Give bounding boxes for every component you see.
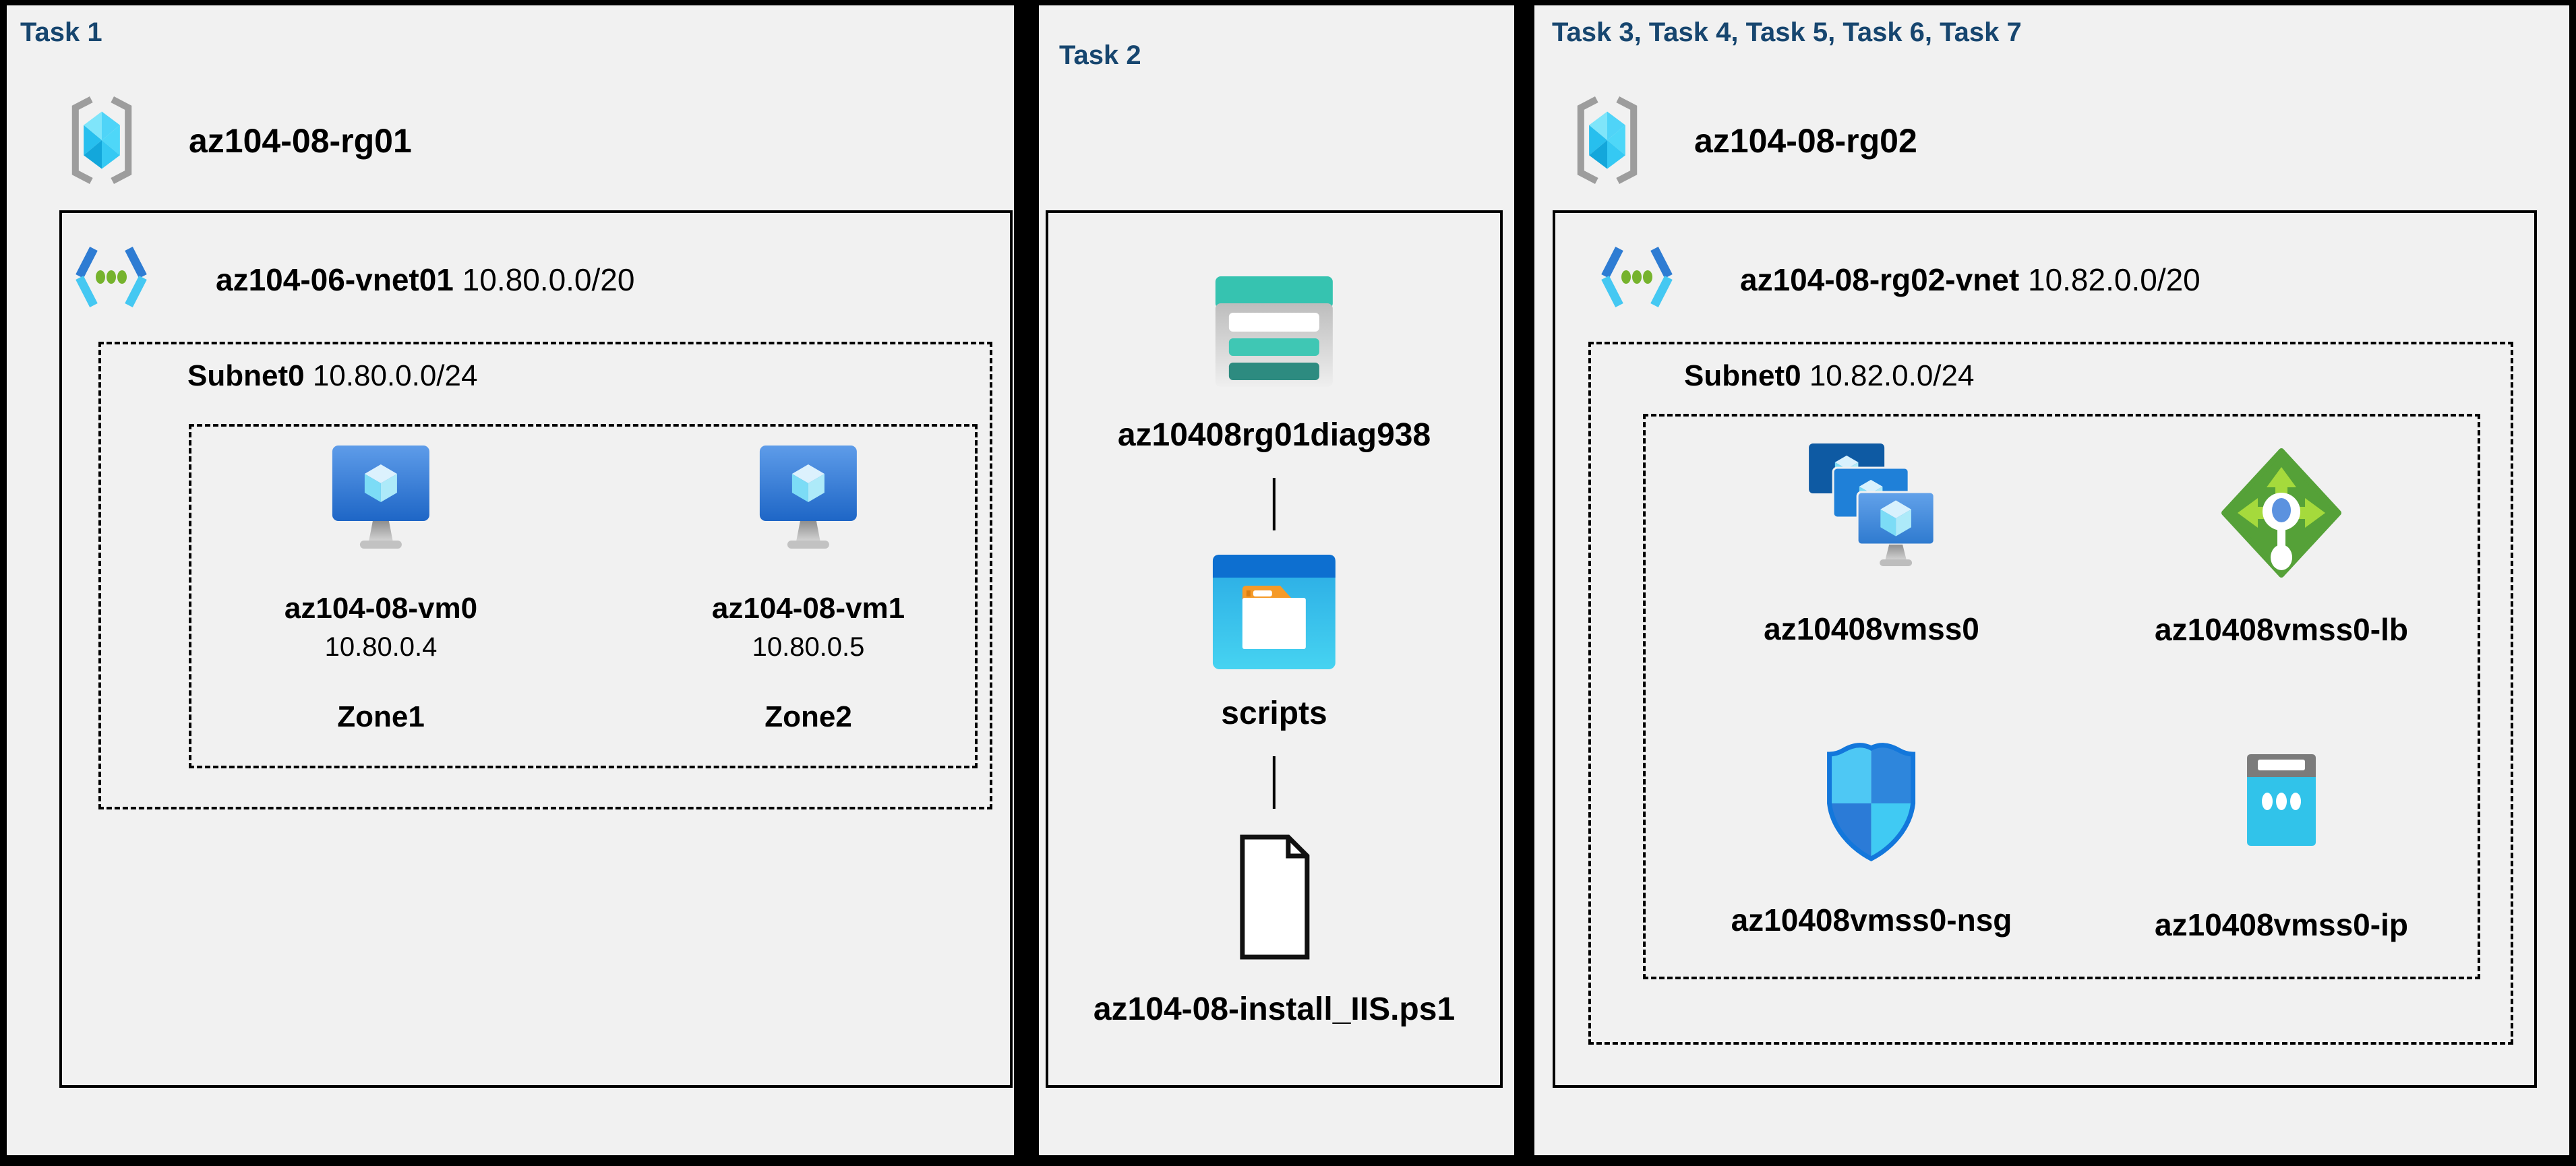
resources-box [1643,414,2480,979]
vnet-label: az104-08-rg02-vnet 10.82.0.0/20 [1740,262,2200,298]
subnet-label: Subnet0 10.80.0.0/24 [187,359,477,393]
subnet-label: Subnet0 10.82.0.0/24 [1684,359,1974,393]
subnet-cidr: 10.80.0.0/24 [312,359,478,392]
vnet-name: az104-08-rg02-vnet [1740,262,2020,297]
vm-zone: Zone2 [765,700,852,733]
vm-zone: Zone1 [337,700,425,733]
subnet-name: Subnet0 [1684,359,1801,392]
resource-group-icon [64,94,140,186]
panel-task-1: Task 1 az104-08-rg01 az104-06-vnet01 10.… [7,5,1014,1155]
resource-group-name: az104-08-rg02 [1694,122,1917,160]
vm-ip: 10.80.0.5 [752,632,865,662]
vm-name: az104-08-vm0 [284,592,478,625]
vm-group-box [189,424,978,768]
script-file-name: az104-08-install_IIS.ps1 [1093,991,1456,1027]
container-name: scripts [1221,696,1327,731]
resource-name: az10408vmss0-nsg [1731,902,2012,938]
subnet-cidr: 10.82.0.0/24 [1809,359,1975,392]
storage-account-icon [1213,274,1336,390]
virtual-network-icon [1596,240,1677,314]
resource-group-name: az104-08-rg01 [189,122,412,160]
subnet-box [1588,342,2513,1045]
script-file-icon [1224,833,1325,961]
vm-name: az104-08-vm1 [711,592,905,625]
resource-name: az10408vmss0 [1764,611,1979,646]
vnet-box [1553,210,2537,1088]
network-security-group-icon [1821,740,1922,863]
panel-task-2: Task 2 az10408rg01diag938 scripts az104-… [1039,5,1514,1155]
virtual-machine-icon [330,443,431,555]
vm-ip: 10.80.0.4 [324,632,438,662]
vm-scale-set-icon [1807,442,1936,567]
resource-group-icon [1569,94,1645,186]
subnet-box [98,342,992,809]
resource-name: az10408vmss0-ip [2155,907,2408,942]
panel-tasks-3-7: Task 3, Task 4, Task 5, Task 6, Task 7 a… [1534,5,2569,1155]
resource-card: az10408vmss0-ip [2155,750,2408,943]
vm-card: az104-08-vm1 10.80.0.5 Zone2 [712,443,905,734]
storage-account-name: az10408rg01diag938 [1117,417,1431,453]
vnet-cidr: 10.82.0.0/20 [2027,262,2200,297]
connector-line [1273,478,1276,530]
vm-card: az104-08-vm0 10.80.0.4 Zone1 [284,443,477,734]
vnet-cidr: 10.80.0.0/20 [462,262,635,297]
subnet-name: Subnet0 [187,359,305,392]
virtual-network-icon [71,240,152,314]
panel-1-title: Task 1 [20,18,102,47]
resource-card: az10408vmss0 [1764,442,1979,647]
content-box [1046,210,1503,1088]
vnet-name: az104-06-vnet01 [216,262,454,297]
panel-2-title: Task 2 [1059,40,1141,70]
virtual-machine-icon [758,443,859,555]
resource-card: az10408vmss0-lb [2155,447,2408,648]
vnet-label: az104-06-vnet01 10.80.0.0/20 [216,262,634,298]
vnet-box [59,210,1013,1088]
resource-card: az10408vmss0-nsg [1731,740,2012,938]
panel-3-title: Task 3, Task 4, Task 5, Task 6, Task 7 [1552,18,2022,47]
load-balancer-icon [2220,447,2343,587]
blob-container-icon [1213,555,1336,669]
connector-line [1273,756,1276,809]
storage-stack: az10408rg01diag938 scripts az104-08-inst… [1094,274,1455,1028]
public-ip-icon [2242,750,2321,850]
resource-name: az10408vmss0-lb [2155,612,2408,647]
